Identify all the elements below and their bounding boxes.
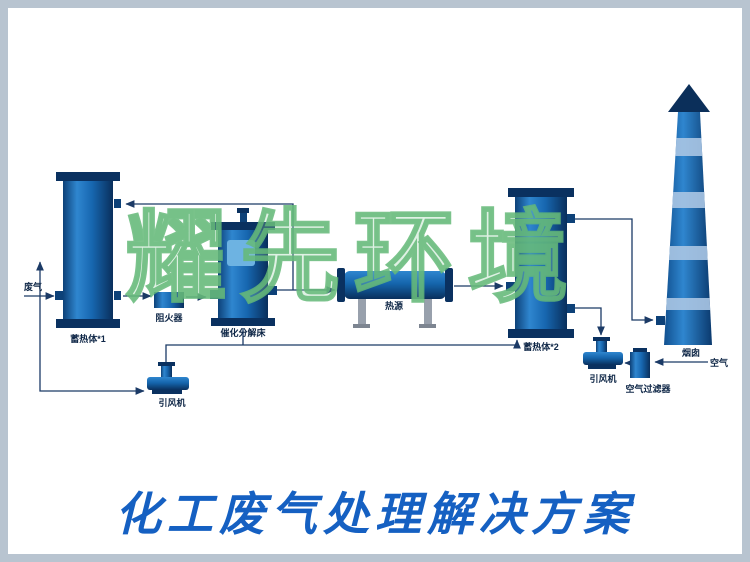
- line-bed-return-to-regenerator1: [125, 200, 294, 290]
- heat-source-cylinder: 热源: [337, 268, 453, 328]
- air-filter-label: 空气过滤器: [625, 383, 671, 394]
- fan-1-label: 引风机: [158, 397, 185, 408]
- chimney-label: 烟囱: [682, 347, 700, 358]
- induced-draft-fan-2: 引风机: [583, 337, 623, 384]
- flame-arrester: 阻火器: [154, 292, 184, 323]
- line-to-fan1: [39, 296, 145, 395]
- process-flow-diagram: 蓄热体*1 阻火器 催化分解床 热源: [24, 84, 728, 408]
- regenerator-2-vessel: 蓄热体*2: [506, 188, 575, 352]
- chimney-cap: [668, 84, 710, 112]
- fan-2-label: 引风机: [589, 373, 616, 384]
- air-label: 空气: [710, 357, 728, 368]
- flow-lines: [24, 200, 708, 395]
- page-title: 化工废气处理解决方案: [115, 489, 635, 540]
- chimney-stack: 烟囱: [656, 84, 712, 358]
- catalytic-bed-label: 催化分解床: [220, 327, 266, 338]
- regenerator-2-label: 蓄热体*2: [523, 341, 559, 352]
- line-regenerator2-to-fan2: [575, 307, 605, 336]
- heat-source-label: 热源: [385, 300, 403, 311]
- waste-gas-label: 废气: [24, 281, 42, 292]
- regenerator-1-vessel: 蓄热体*1: [55, 172, 121, 344]
- regenerator-1-label: 蓄热体*1: [70, 333, 106, 344]
- line-fan1-to-regenerator2: [165, 339, 521, 364]
- line-regenerator2-to-chimney: [575, 218, 654, 324]
- induced-draft-fan-1: 引风机: [147, 362, 189, 408]
- air-filter-box: 空气过滤器: [625, 348, 671, 394]
- catalytic-bed-vessel: 催化分解床: [210, 208, 277, 338]
- flame-arrester-label: 阻火器: [155, 313, 183, 323]
